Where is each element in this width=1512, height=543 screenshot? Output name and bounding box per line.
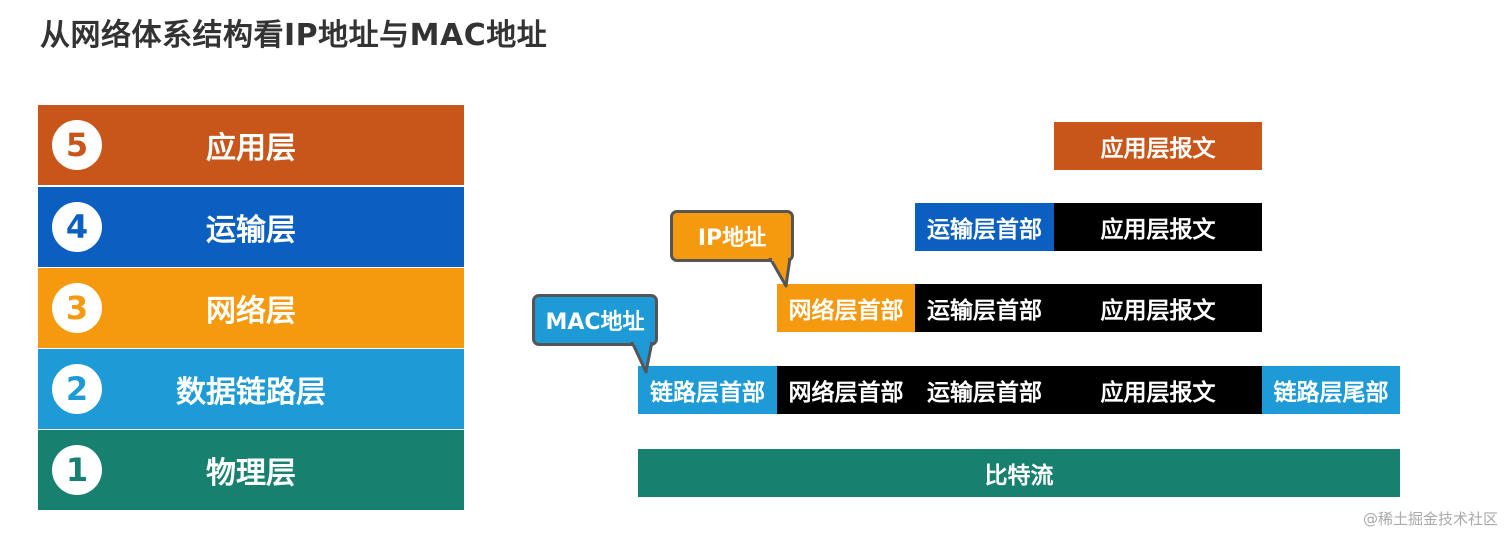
layer-label: 数据链路层	[176, 375, 326, 410]
layer-label: 应用层	[206, 131, 296, 166]
transport-header-block: 运输层首部	[915, 366, 1054, 414]
app-message-block: 应用层报文	[1054, 284, 1262, 332]
transport-header-block: 运输层首部	[915, 203, 1054, 251]
network-header-block: 网络层首部	[777, 284, 915, 332]
layer-datalink: 2 数据链路层	[38, 349, 464, 429]
app-message-block: 应用层报文	[1054, 366, 1262, 414]
mac-callout-pointer	[630, 342, 654, 374]
datalink-header-block: 链路层首部	[638, 366, 777, 414]
layer-label: 物理层	[206, 456, 296, 491]
page-title: 从网络体系结构看IP地址与MAC地址	[40, 18, 548, 53]
layer-label: 运输层	[206, 213, 296, 248]
ip-address-callout: IP地址	[670, 210, 794, 262]
network-header-block: 网络层首部	[777, 366, 915, 414]
layer-number-badge: 3	[52, 283, 102, 333]
watermark: @稀土掘金技术社区	[1362, 510, 1498, 528]
mac-address-callout: MAC地址	[532, 294, 658, 346]
layer-number-badge: 5	[52, 120, 102, 170]
app-message-block: 应用层报文	[1054, 203, 1262, 251]
layer-transport: 4 运输层	[38, 187, 464, 267]
layer-number-badge: 1	[52, 445, 102, 495]
ip-callout-pointer	[768, 258, 792, 288]
layer-physical: 1 物理层	[38, 430, 464, 510]
layer-number-badge: 2	[52, 364, 102, 414]
layer-number-badge: 4	[52, 202, 102, 252]
datalink-trailer-block: 链路层尾部	[1262, 366, 1400, 414]
app-message-block: 应用层报文	[1054, 122, 1262, 170]
layer-network: 3 网络层	[38, 268, 464, 348]
layer-label: 网络层	[206, 294, 296, 329]
layer-application: 5 应用层	[38, 105, 464, 185]
bitstream-block: 比特流	[638, 449, 1400, 497]
transport-header-block: 运输层首部	[915, 284, 1054, 332]
